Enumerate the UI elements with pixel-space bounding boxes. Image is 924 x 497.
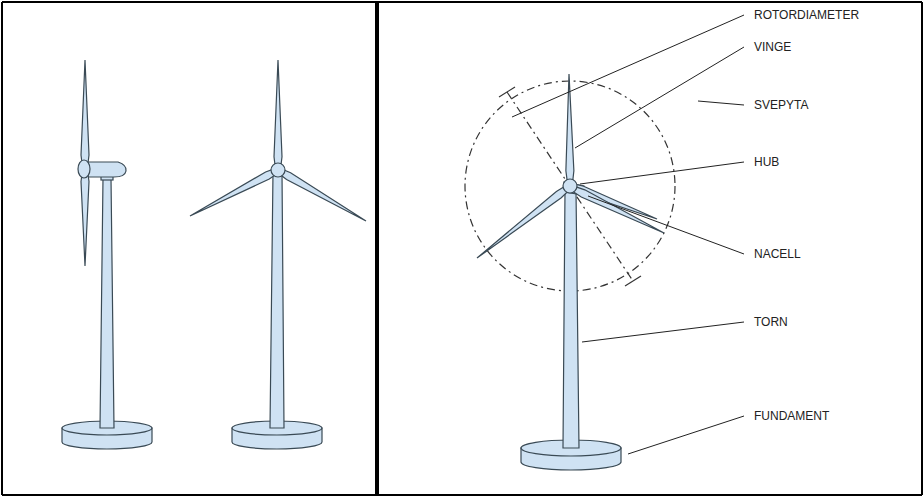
part-label: VINGE (752, 40, 793, 54)
part-label: HUB (752, 155, 781, 169)
hub (563, 179, 577, 193)
rotor-blade (81, 170, 89, 266)
part-label: SVEPYTA (752, 98, 810, 112)
part-label: TORN (752, 315, 790, 329)
rotor-blade (190, 168, 279, 216)
rotor-blade (477, 184, 571, 258)
side-view-turbine (62, 60, 152, 449)
rotor-blade (274, 60, 282, 170)
part-label: ROTORDIAMETER (752, 8, 861, 22)
rotor-blade (81, 60, 89, 168)
part-label: NACELL (752, 247, 803, 261)
rotor-blade (277, 168, 366, 221)
leader-lines (512, 15, 744, 454)
front-view-turbine (190, 60, 366, 449)
hub (271, 163, 285, 177)
rotor-blade (571, 186, 664, 233)
hub (78, 160, 90, 178)
labelled-turbine (465, 74, 675, 470)
part-label: FUNDAMENT (752, 409, 831, 423)
